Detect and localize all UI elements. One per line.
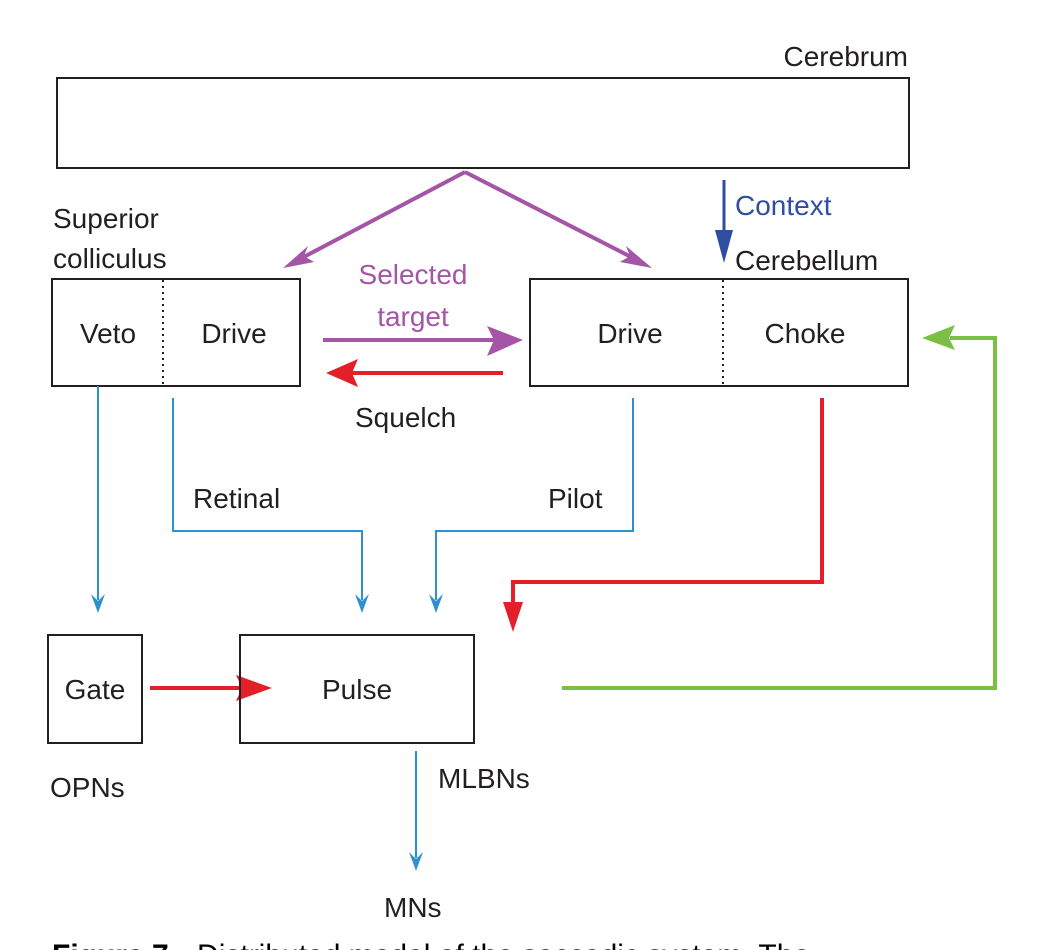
veto-to-gate-arrowhead xyxy=(91,594,105,613)
mlbns-label: MLBNs xyxy=(438,763,530,794)
pulse-to-choke-line xyxy=(562,336,997,690)
choke-to-pulse-line xyxy=(511,398,824,612)
pilot-line xyxy=(435,398,634,600)
pilot-label: Pilot xyxy=(548,483,603,514)
sc-label-line2: colliculus xyxy=(53,243,167,274)
squelch-label: Squelch xyxy=(355,402,456,433)
figure-caption-label: Figure 7. xyxy=(52,939,177,950)
retinal-arrowhead xyxy=(355,594,369,613)
gate-label: Gate xyxy=(65,674,126,705)
choke-to-pulse-arrowhead xyxy=(503,602,523,632)
cerebellum-box xyxy=(529,278,909,387)
cb-drive-label: Drive xyxy=(597,318,662,349)
cerebrum-label: Cerebrum xyxy=(784,41,908,72)
retinal-label: Retinal xyxy=(193,483,280,514)
cerebrum-to-cb-arrowhead xyxy=(620,246,652,268)
cerebrum-to-sc-arrow xyxy=(297,170,466,262)
cb-choke-label: Choke xyxy=(765,318,846,349)
sc-label-line1: Superior xyxy=(53,203,159,234)
pulse-to-choke-arrowhead xyxy=(922,325,955,350)
sc-box xyxy=(51,278,301,387)
context-label: Context xyxy=(735,190,832,221)
superior-colliculus-node: Superior colliculus Veto Drive xyxy=(51,203,301,387)
pulse-node: Pulse MLBNs xyxy=(239,634,530,794)
pulse-box xyxy=(239,634,475,744)
squelch-arrowhead xyxy=(326,359,358,387)
opns-label: OPNs xyxy=(50,772,125,803)
selected-label-line2: target xyxy=(377,301,449,332)
pulse-label: Pulse xyxy=(322,674,392,705)
gate-node: Gate OPNs xyxy=(47,634,143,803)
cerebrum-node: Cerebrum xyxy=(56,41,910,169)
cerebellum-label: Cerebellum xyxy=(735,245,878,276)
cerebellum-node: Cerebellum Drive Choke xyxy=(529,245,909,387)
gate-to-pulse-arrowhead xyxy=(236,675,272,701)
cerebrum-to-sc-arrowhead xyxy=(283,246,314,268)
retinal-line xyxy=(172,398,363,600)
figure-caption-text: Distributed model of the saccadic system… xyxy=(197,939,810,950)
sc-drive-label: Drive xyxy=(201,318,266,349)
pilot-arrowhead xyxy=(429,594,443,613)
sc-veto-label: Veto xyxy=(80,318,136,349)
context-arrowhead xyxy=(715,230,733,263)
selected-label-line1: Selected xyxy=(359,259,468,290)
mns-label: MNs xyxy=(384,892,442,923)
selected-target-arrowhead xyxy=(487,326,523,356)
cerebrum-box xyxy=(56,77,910,169)
cerebrum-to-cb-arrow xyxy=(464,170,638,262)
gate-box xyxy=(47,634,143,744)
figure-caption: Figure 7. Distributed model of the saccad… xyxy=(52,939,810,950)
pulse-to-mns-arrowhead xyxy=(409,852,423,871)
